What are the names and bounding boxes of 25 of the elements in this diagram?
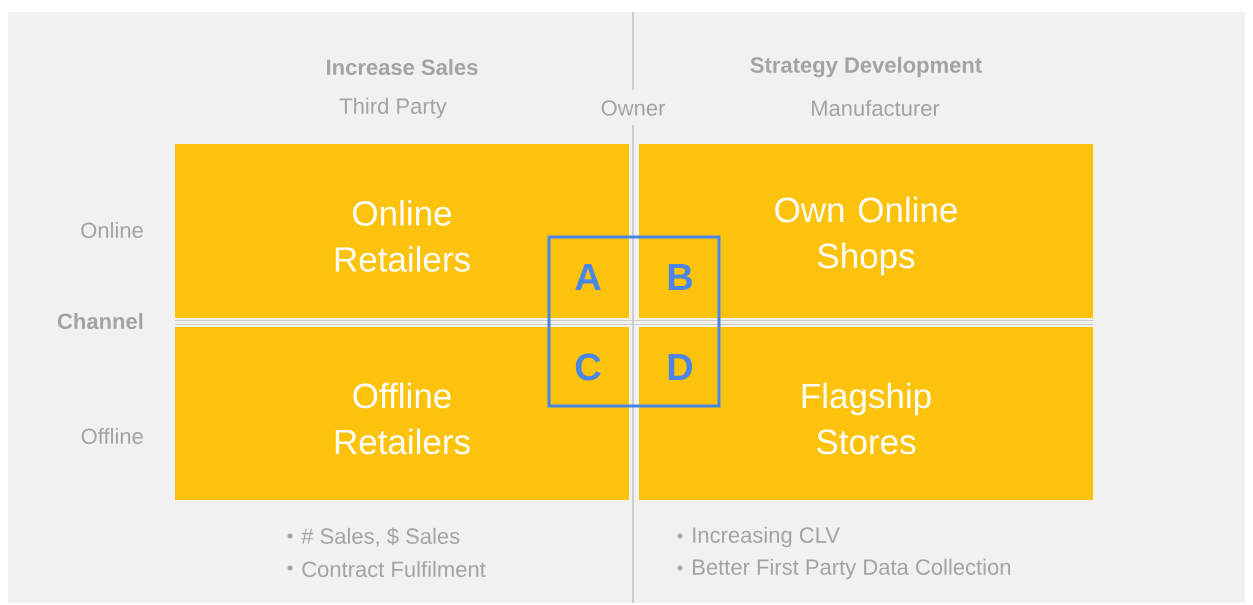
axis-label: Owner [601, 100, 666, 116]
channel-box [175, 327, 629, 500]
bullet-item: # Sales, $ Sales [301, 527, 460, 547]
column-label: Manufacturer [812, 99, 940, 117]
channel-box [639, 327, 1093, 500]
channel-box [639, 144, 1093, 318]
channel-box [175, 144, 629, 318]
bullet-item: Contract Fulfilment [302, 560, 486, 578]
node-label: Flagship Stores [802, 382, 931, 455]
quadrant-square [547, 235, 721, 408]
bullet-item: Better First Party Data Collection [693, 558, 1011, 580]
node-label: Offline Retailers [335, 382, 470, 455]
node-label: Online Retailers [335, 200, 470, 272]
column-heading: Increase Sales [327, 58, 478, 76]
bullet-item: Increasing CLV [693, 526, 840, 548]
node-label: D [668, 353, 693, 381]
node-label: Own Online Shops [775, 196, 957, 276]
axis-label: Channel [57, 312, 143, 330]
node-label: B [668, 263, 693, 291]
row-label: Online [81, 221, 143, 239]
node-label: A [575, 263, 601, 291]
node-label: C [575, 353, 601, 381]
column-heading: Strategy Development [750, 56, 982, 78]
column-label: Third Party [339, 97, 447, 119]
row-label: Offline [81, 427, 143, 445]
